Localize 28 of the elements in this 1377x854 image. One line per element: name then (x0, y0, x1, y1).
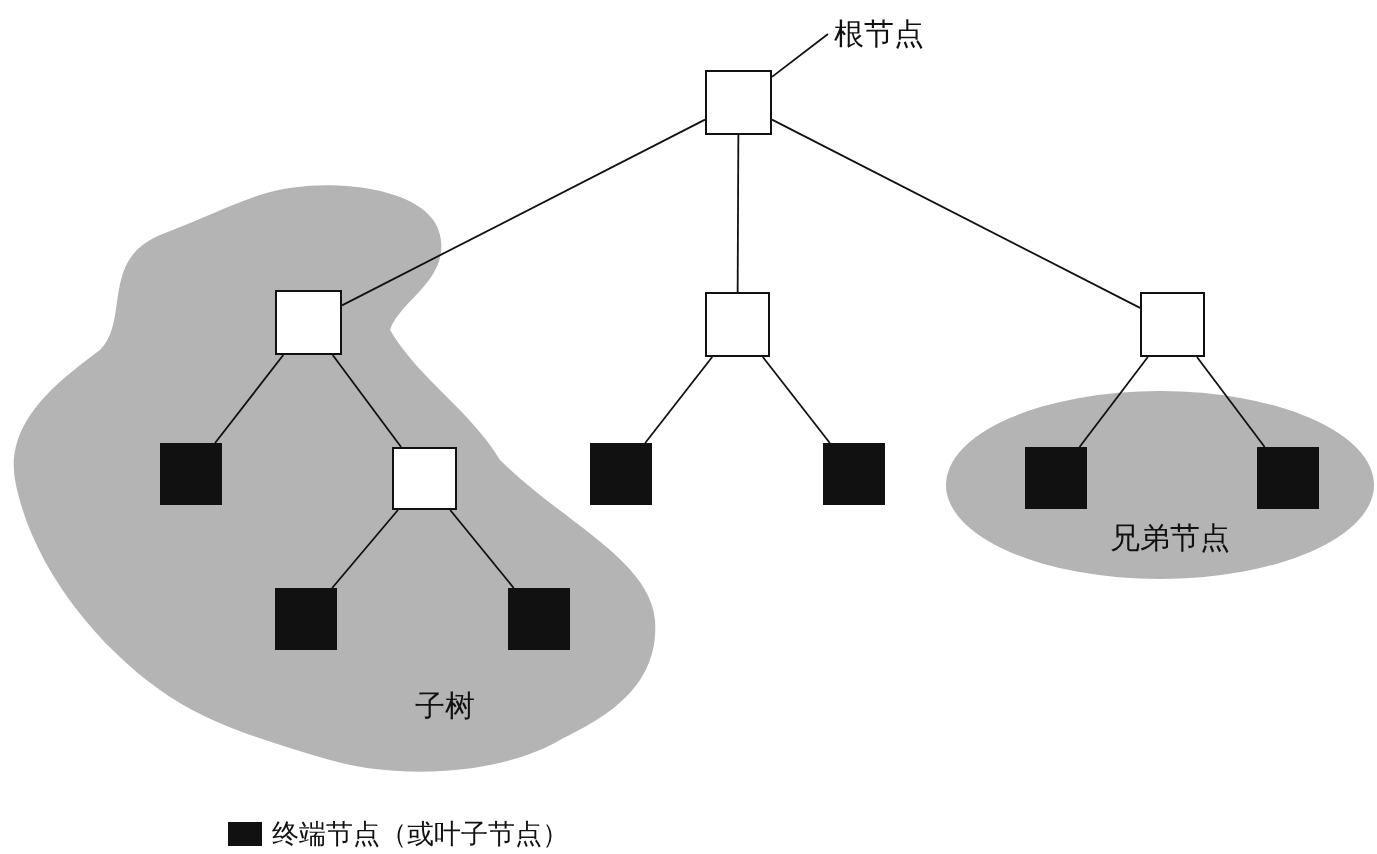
tree-node (392, 447, 457, 510)
leaf-node (1025, 447, 1087, 509)
tree-edge (1196, 356, 1266, 448)
leaf-node (823, 443, 885, 505)
region-label: 兄弟节点 (1110, 519, 1230, 557)
leaf-node (275, 588, 337, 650)
tree-node (1140, 292, 1205, 357)
tree-edge (214, 354, 285, 444)
leaf-node (1257, 447, 1319, 509)
tree-edge (341, 118, 706, 307)
tree-edge (331, 354, 402, 448)
tree-edge (1078, 356, 1149, 448)
region-label: 子树 (415, 687, 475, 725)
tree-edge (644, 356, 714, 444)
leaf-node (160, 443, 222, 505)
tree-edge (449, 509, 515, 589)
tree-edge (331, 509, 399, 589)
leader-line (771, 33, 829, 78)
node-label: 根节点 (834, 15, 924, 53)
leaf-node (590, 443, 652, 505)
leaf-node (508, 588, 570, 650)
tree-node (705, 292, 770, 357)
tree-node (275, 290, 342, 355)
tree-edge (771, 118, 1141, 309)
tree-edge (736, 134, 740, 293)
legend-text: 终端节点（或叶子节点） (272, 817, 569, 851)
tree-edge (761, 356, 831, 444)
tree-node (705, 70, 772, 135)
